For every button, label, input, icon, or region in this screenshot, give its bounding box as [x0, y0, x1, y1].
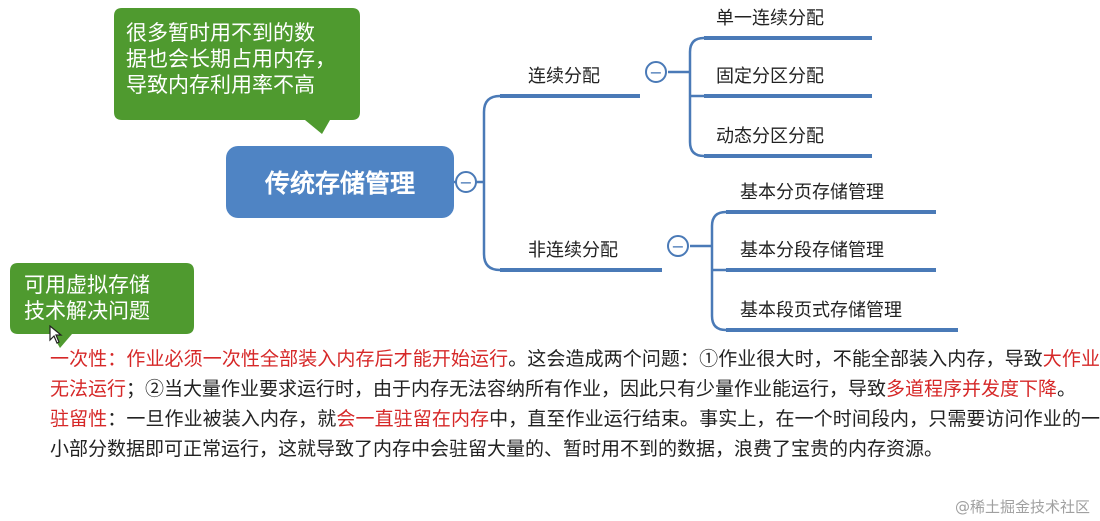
paragraph-residency: 驻留性：一旦作业被装入内存，就会一直驻留在内存中，直至作业运行结束。事实上，在一…	[50, 404, 1100, 464]
collapse-toggle-branch-1[interactable]: −	[645, 61, 667, 83]
root-node-label: 传统存储管理	[264, 169, 415, 198]
paragraph-text: 。这会造成两个问题：①作业很大时，不能全部装入内存，导致	[508, 348, 1043, 370]
leaf-node[interactable]: 单一连续分配	[716, 8, 824, 29]
collapse-icon: −	[459, 173, 472, 192]
callout-top-line: 很多暂时用不到的数	[126, 21, 315, 45]
watermark: @稀土掘金技术社区	[954, 498, 1090, 516]
callout-bottom-shape	[10, 263, 194, 348]
collapse-icon: −	[671, 237, 684, 256]
term-residency: 驻留性	[50, 408, 108, 430]
paragraph-text: ：一旦作业被装入内存，就	[107, 408, 337, 430]
callout-bottom-line: 可用虚拟存储	[24, 273, 150, 297]
root-node[interactable]: 传统存储管理	[226, 146, 454, 218]
callout-top-shape	[114, 8, 360, 134]
callout-top: 很多暂时用不到的数 据也会长期占用内存， 导致内存利用率不高	[126, 20, 336, 98]
collapse-toggle-branch-2[interactable]: −	[667, 235, 689, 257]
root-node-shape	[226, 146, 454, 218]
highlight-text: 多道程序并发度下降	[886, 378, 1058, 400]
term-colon: ：	[107, 348, 127, 370]
term-one-time-definition: 作业必须一次性全部装入内存后才能开始运行	[126, 348, 509, 370]
mouse-cursor-icon	[49, 325, 63, 344]
paragraph-one-time: 一次性：作业必须一次性全部装入内存后才能开始运行。这会造成两个问题：①作业很大时…	[50, 344, 1100, 404]
paragraph-text: 中，直至作业运行结束。事实上，在一个时间段内，只需要访问作业的一小部分数据即可正…	[50, 408, 1100, 460]
callout-top-line: 据也会长期占用内存，	[126, 47, 336, 71]
connector-branch-2	[690, 210, 727, 332]
callout-bottom-line: 技术解决问题	[24, 299, 150, 323]
leaf-node[interactable]: 动态分区分配	[716, 126, 824, 147]
highlight-text: 会一直驻留在内存	[336, 408, 490, 430]
description-text: 一次性：作业必须一次性全部装入内存后才能开始运行。这会造成两个问题：①作业很大时…	[50, 344, 1100, 464]
highlight-text: 大作业无法运行	[50, 348, 1100, 400]
branch-node-continuous[interactable]: 连续分配	[528, 66, 600, 87]
paragraph-text: ；②当大量作业要求运行时，由于内存无法容纳所有作业，因此只有少量作业能运行，导致	[126, 378, 887, 400]
term-one-time: 一次性	[50, 348, 108, 370]
collapse-toggle-root[interactable]: −	[455, 171, 477, 193]
collapse-icon: −	[649, 63, 662, 82]
callout-bottom: 可用虚拟存储 技术解决问题	[24, 272, 150, 324]
paragraph-text: 。	[1057, 378, 1077, 400]
connector-branch-1	[668, 36, 705, 158]
leaf-node[interactable]: 基本分页存储管理	[740, 182, 884, 203]
callout-top-line: 导致内存利用率不高	[126, 73, 315, 97]
leaf-node[interactable]: 固定分区分配	[716, 66, 824, 87]
branch-node-noncontinuous[interactable]: 非连续分配	[528, 240, 618, 261]
leaf-node[interactable]: 基本分段存储管理	[740, 240, 884, 261]
leaf-node[interactable]: 基本段页式存储管理	[740, 300, 902, 321]
